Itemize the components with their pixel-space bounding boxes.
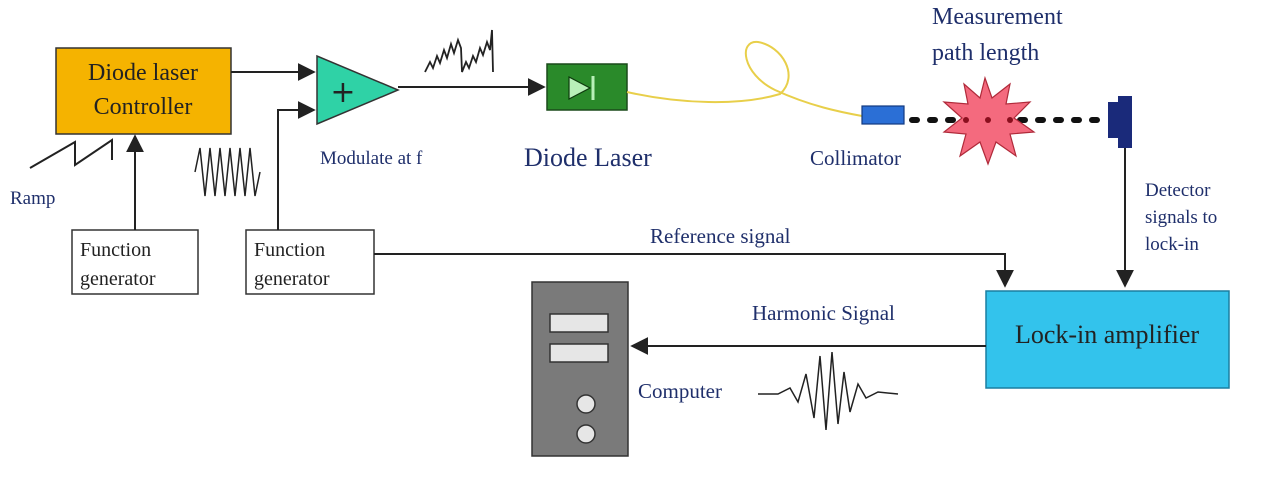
detector	[1108, 102, 1120, 138]
measurement-label-line2: path length	[932, 40, 1039, 66]
computer-button-2	[576, 424, 596, 444]
lock-in-amplifier-box	[985, 290, 1230, 389]
function-generator-1-box	[71, 229, 199, 295]
modulated-ramp-waveform	[424, 29, 494, 73]
diode-laser-label: Diode Laser	[524, 143, 652, 172]
function-generator-1-line2: generator	[80, 268, 156, 290]
modulator-amplifier	[316, 54, 400, 126]
function-generator-2-line2: generator	[254, 268, 330, 290]
collimator-label: Collimator	[810, 146, 901, 170]
sine-waveform	[194, 147, 261, 197]
plus-sign: +	[330, 75, 355, 110]
measurement-label-line1: Measurement	[932, 4, 1063, 30]
controller-label-line2: Controller	[94, 94, 193, 120]
reference-signal-label: Reference signal	[650, 224, 791, 248]
computer-button-1	[576, 394, 596, 414]
diode-symbol	[568, 76, 592, 100]
ramp-label: Ramp	[10, 188, 55, 209]
drive-bay-1	[549, 313, 609, 333]
ramp-waveform	[29, 138, 113, 169]
lock-in-amplifier-label: Lock-in amplifier	[1015, 320, 1199, 349]
controller-box	[55, 47, 232, 135]
harmonic-signal-label: Harmonic Signal	[752, 301, 895, 325]
function-generator-1-line1: Function	[80, 239, 151, 261]
burst-dot-3	[1007, 117, 1013, 123]
burst-dot-2	[985, 117, 991, 123]
function-generator-2-line1: Function	[254, 239, 325, 261]
fg2-to-amplifier-arrow	[277, 101, 316, 230]
detector-label-line2: signals to	[1145, 207, 1217, 228]
detector-head	[1118, 96, 1132, 148]
controller-label-line1: Diode laser	[88, 60, 198, 86]
modulate-label: Modulate at f	[320, 148, 423, 169]
burst-dot-1	[963, 117, 969, 123]
drive-bay-2	[549, 343, 609, 363]
function-generator-2-box	[245, 229, 375, 295]
detector-label-line1: Detector	[1145, 180, 1211, 201]
computer-label: Computer	[638, 379, 722, 403]
reference-signal-arrow	[374, 253, 1014, 288]
optical-fiber	[626, 40, 863, 117]
collimator	[861, 105, 905, 125]
harmonic-waveform	[758, 351, 899, 431]
detector-label-line3: lock-in	[1145, 234, 1199, 255]
